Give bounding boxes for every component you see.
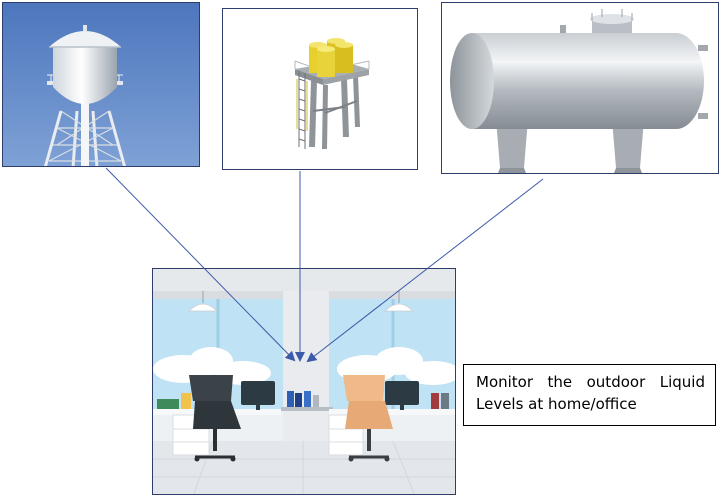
caption-word: outdoor: [586, 373, 646, 391]
caption-word: the: [547, 373, 573, 391]
office-illustration: [153, 269, 455, 494]
caption-line-1: Monitor the outdoor Liquid: [476, 371, 705, 393]
horizontal-tank-illustration: [442, 3, 718, 173]
caption-line-2: Levels at home/office: [476, 395, 637, 413]
caption-word: Monitor: [476, 373, 534, 391]
water-tower-image: [3, 3, 199, 166]
horizontal-tank-image: [441, 2, 719, 174]
water-tower-photo: [2, 2, 200, 167]
elevated-tank-platform-image: [222, 8, 418, 170]
platform-illustration: [223, 9, 417, 169]
caption-word: Liquid: [659, 373, 705, 391]
office-image: [152, 268, 456, 495]
caption-box: Monitor the outdoor Liquid Levels at hom…: [463, 364, 716, 426]
